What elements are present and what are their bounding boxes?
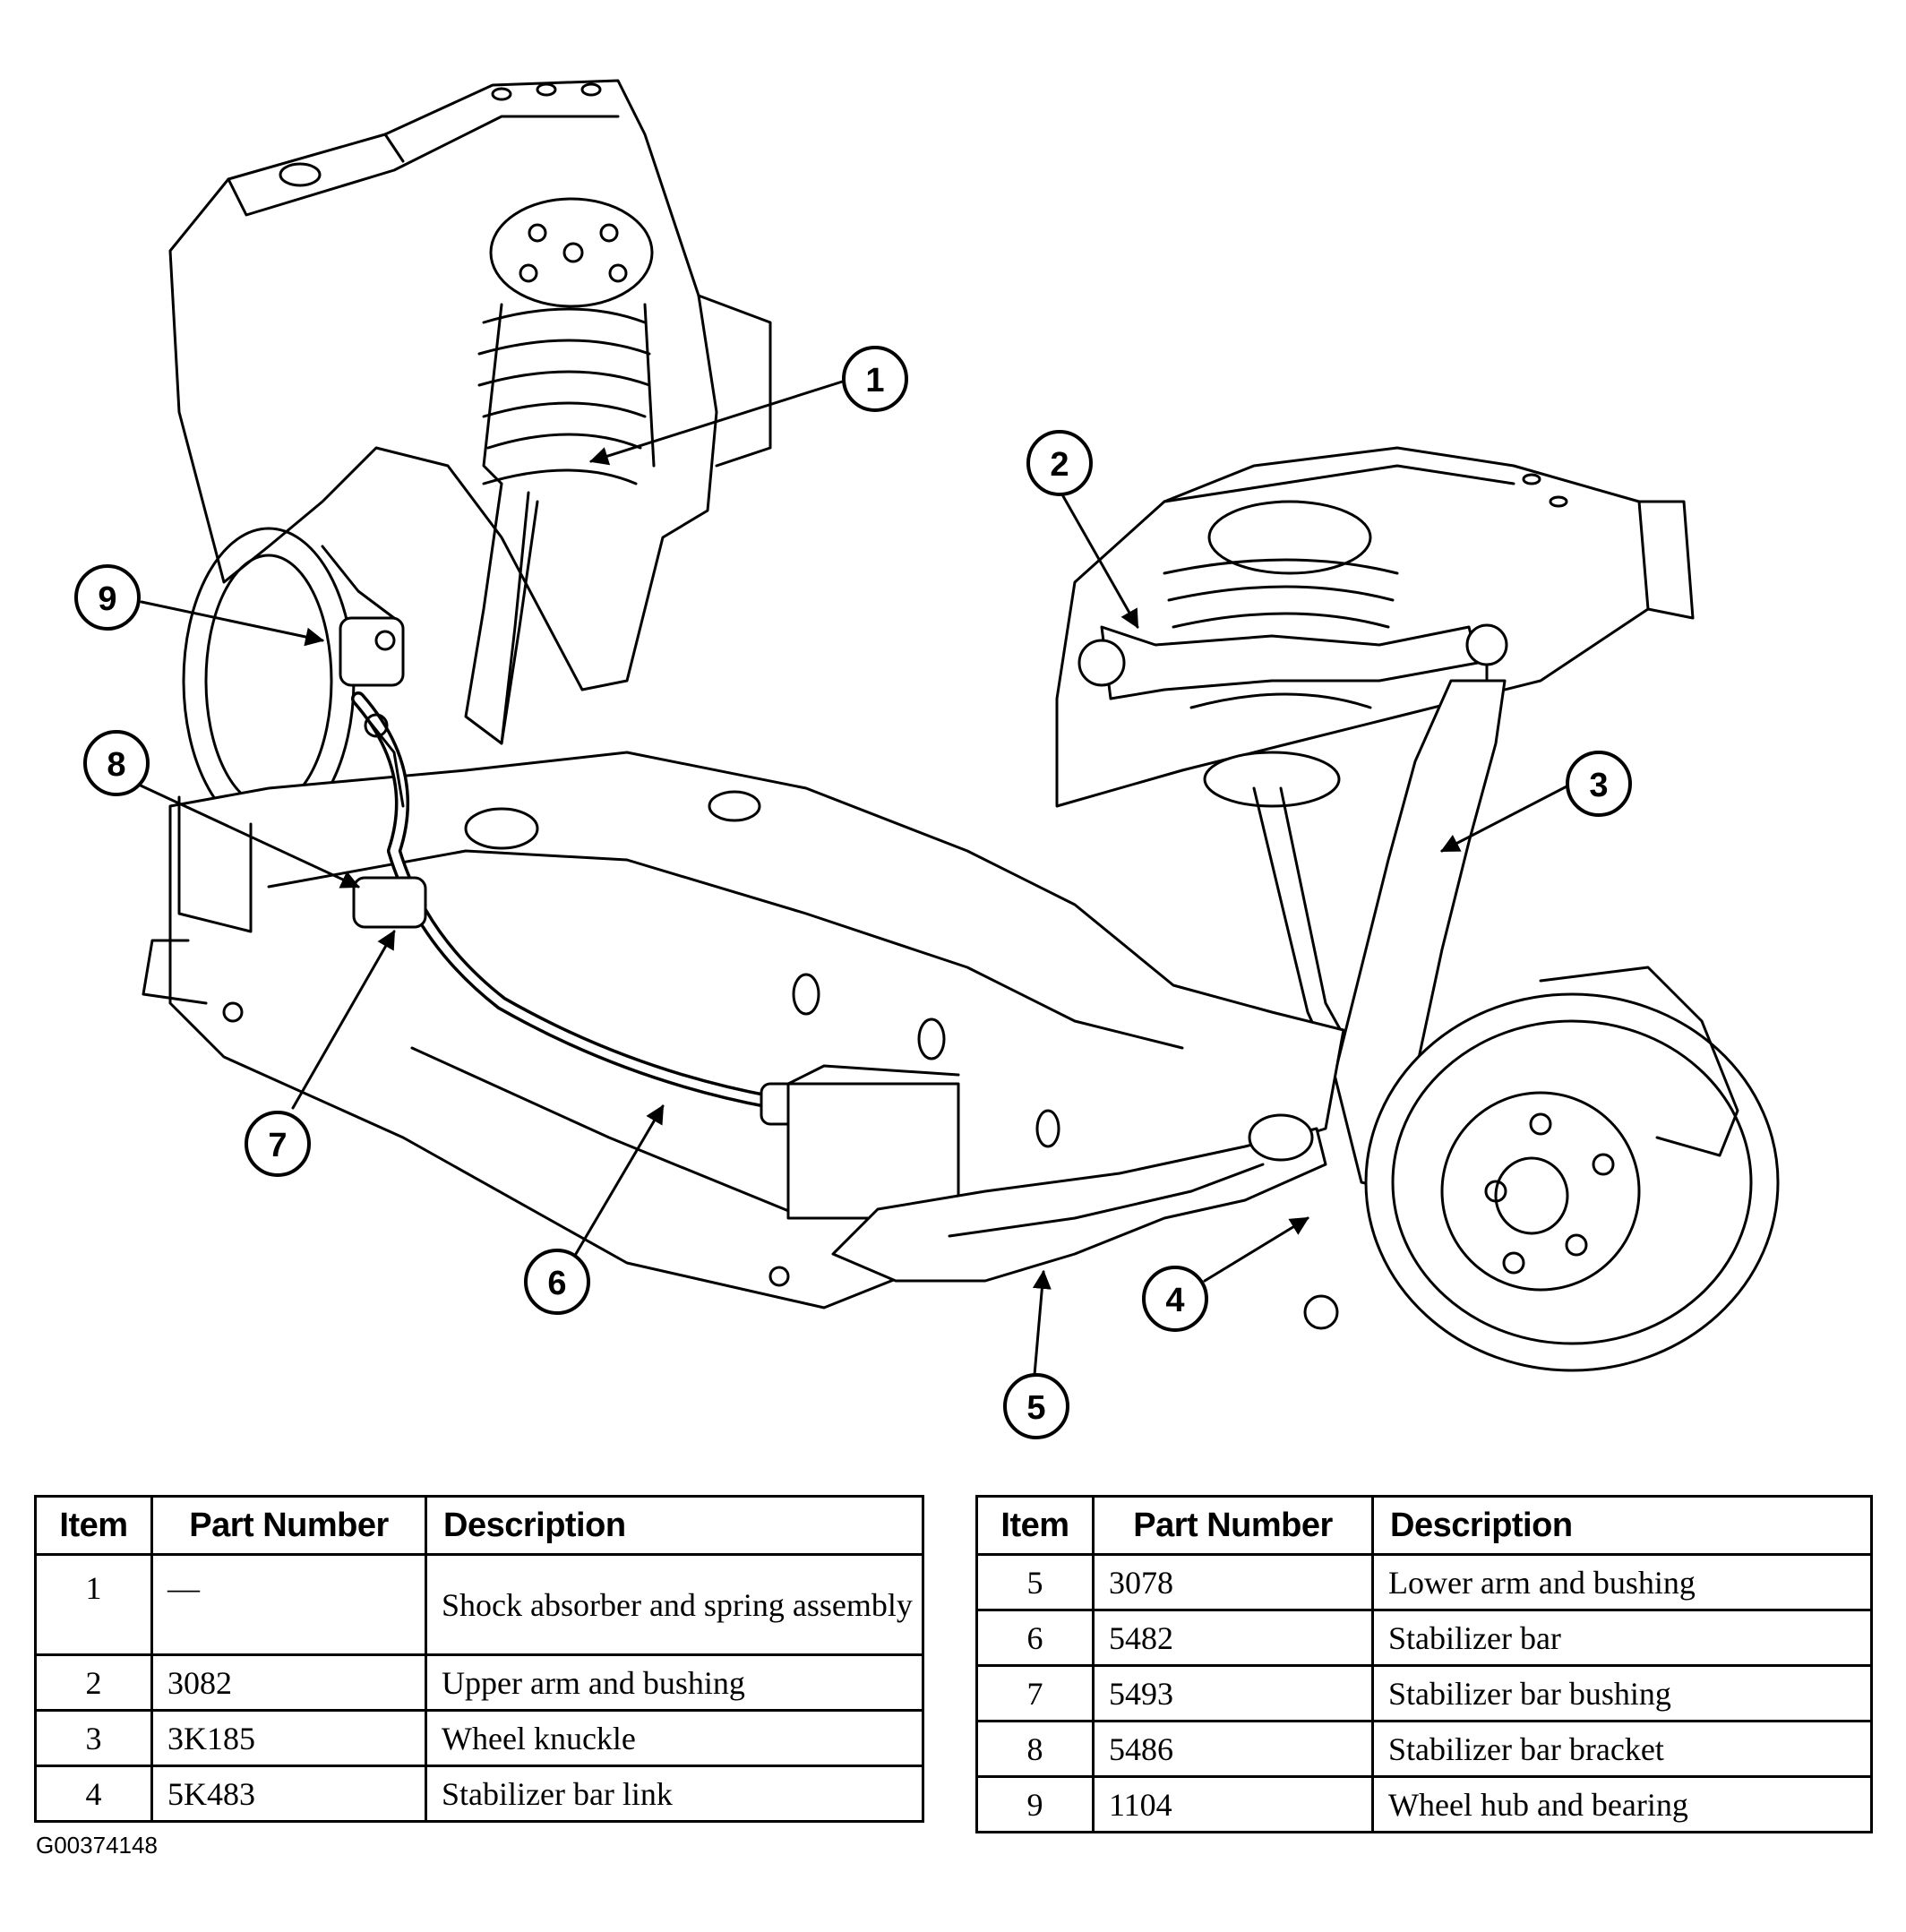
cell-part-number: 5493: [1092, 1664, 1374, 1722]
leader-line-3: [1440, 782, 1574, 853]
cell-item: 7: [975, 1664, 1095, 1722]
callout-6: 6: [524, 1249, 590, 1315]
table-row: 6 5482 Stabilizer bar: [975, 1609, 1873, 1667]
header-description: Description: [1371, 1495, 1873, 1556]
leader-line-6: [571, 1104, 665, 1260]
cell-description: Wheel knuckle: [425, 1709, 924, 1767]
callout-2-label: 2: [1050, 446, 1069, 484]
suspension-illustration: 1 2 3 4 5 6 7 8 9: [74, 79, 1780, 1439]
parts-table-left: Item Part Number Description 1 — Shock a…: [34, 1495, 924, 1823]
table-header-row: Item Part Number Description: [975, 1495, 1873, 1556]
right-hub-rotor: [1364, 966, 1780, 1372]
table-row: 9 1104 Wheel hub and bearing: [975, 1775, 1873, 1833]
cell-part-number: 5486: [1092, 1720, 1374, 1778]
callout-7: 7: [245, 1111, 311, 1177]
right-upper-arm: [1077, 623, 1508, 709]
callout-5: 5: [1003, 1373, 1069, 1439]
right-strut-assembly: [1163, 500, 1399, 1095]
header-part-number: Part Number: [150, 1495, 427, 1556]
leader-line-2: [1058, 488, 1139, 629]
callout-8-label: 8: [107, 746, 125, 784]
table-row: 3 3K185 Wheel knuckle: [34, 1709, 924, 1767]
cell-description: Shock absorber and spring assembly: [425, 1553, 924, 1656]
cell-part-number: 3K185: [150, 1709, 427, 1767]
header-part-number: Part Number: [1092, 1495, 1374, 1556]
cell-description: Stabilizer bar: [1371, 1609, 1873, 1667]
callout-1: 1: [842, 346, 908, 412]
cell-description: Lower arm and bushing: [1371, 1553, 1873, 1611]
left-strut-assembly: [464, 197, 656, 745]
callout-3: 3: [1566, 751, 1632, 817]
callout-3-label: 3: [1589, 767, 1608, 804]
cell-description: Upper arm and bushing: [425, 1653, 924, 1712]
cell-description: Stabilizer bar bracket: [1371, 1720, 1873, 1778]
stabilizer-bar: [351, 691, 960, 1220]
header-item: Item: [34, 1495, 153, 1556]
parts-table-right: Item Part Number Description 5 3078 Lowe…: [975, 1495, 1873, 1833]
lower-control-arm: [831, 1113, 1339, 1330]
right-strut-tower: [1055, 446, 1695, 808]
callout-6-label: 6: [547, 1265, 566, 1302]
callout-1-label: 1: [865, 362, 884, 399]
cell-item: 5: [975, 1553, 1095, 1611]
callout-5-label: 5: [1026, 1389, 1045, 1427]
cell-part-number: 3078: [1092, 1553, 1374, 1611]
cell-part-number: 5K483: [150, 1765, 427, 1823]
cell-item: 6: [975, 1609, 1095, 1667]
header-description: Description: [425, 1495, 924, 1556]
callout-4: 4: [1142, 1266, 1208, 1332]
figure-id: G00374148: [36, 1832, 158, 1859]
callout-2: 2: [1026, 430, 1093, 496]
callout-9-label: 9: [98, 580, 116, 618]
stabilizer-link: [356, 706, 405, 808]
cell-item: 2: [34, 1653, 153, 1712]
cell-description: Stabilizer bar bushing: [1371, 1664, 1873, 1722]
table-row: 5 3078 Lower arm and bushing: [975, 1553, 1873, 1611]
cell-part-number: 1104: [1092, 1775, 1374, 1833]
table-row: 7 5493 Stabilizer bar bushing: [975, 1664, 1873, 1722]
cell-part-number: 5482: [1092, 1609, 1374, 1667]
callout-7-label: 7: [268, 1127, 287, 1164]
leader-line-7: [291, 930, 396, 1110]
cell-item: 3: [34, 1709, 153, 1767]
subframe: [142, 751, 1345, 1309]
leader-line-4: [1203, 1216, 1309, 1283]
leader-line-9: [140, 600, 325, 647]
left-strut-tower: [168, 79, 772, 691]
callout-9: 9: [74, 564, 141, 631]
callout-8: 8: [83, 730, 150, 796]
table-header-row: Item Part Number Description: [34, 1495, 924, 1556]
table-row: 8 5486 Stabilizer bar bracket: [975, 1720, 1873, 1778]
cell-item: 8: [975, 1720, 1095, 1778]
callout-4-label: 4: [1165, 1282, 1184, 1319]
table-row: 1 — Shock absorber and spring assembly: [34, 1553, 924, 1656]
cell-description: Wheel hub and bearing: [1371, 1775, 1873, 1833]
table-row: 2 3082 Upper arm and bushing: [34, 1653, 924, 1712]
header-item: Item: [975, 1495, 1095, 1556]
cell-part-number: —: [150, 1553, 427, 1656]
leader-line-1: [588, 377, 853, 466]
cell-item: 1: [34, 1553, 153, 1656]
leader-line-8: [139, 784, 360, 889]
cell-item: 4: [34, 1765, 153, 1823]
cell-description: Stabilizer bar link: [425, 1765, 924, 1823]
cell-part-number: 3082: [150, 1653, 427, 1712]
leader-line-5: [1032, 1269, 1052, 1377]
table-row: 4 5K483 Stabilizer bar link: [34, 1765, 924, 1823]
cell-item: 9: [975, 1775, 1095, 1833]
